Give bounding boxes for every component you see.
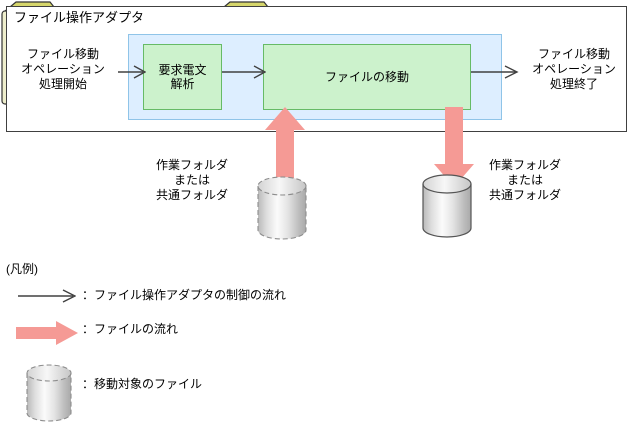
folder-right-line1: 作業フォルダ <box>488 158 561 172</box>
start-label-line3: 処理開始 <box>38 77 87 91</box>
legend-pink-arrow-icon <box>16 321 78 345</box>
process-parse-text: 要求電文 解析 <box>158 63 206 91</box>
control-flow-arrow-3 <box>471 65 519 79</box>
legend-item-label-file-flow: ：ファイルの流れ <box>82 322 179 336</box>
end-label-line3: 処理終了 <box>549 77 598 91</box>
control-flow-arrow-1 <box>118 65 146 79</box>
legend-item-label-target-file: ：移動対象のファイル <box>82 377 203 391</box>
process-box-request-parse: 要求電文 解析 <box>143 44 222 110</box>
end-endpoint-label: ファイル移動 オペレーション 処理終了 <box>518 47 630 92</box>
folder-left-line1: 作業フォルダ <box>155 158 228 172</box>
folder-right-line3: 共通フォルダ <box>488 188 561 202</box>
end-label-line1: ファイル移動 <box>537 47 610 61</box>
start-endpoint-label: ファイル移動 オペレーション 処理開始 <box>8 47 118 92</box>
process-move-label: ファイルの移動 <box>324 70 409 84</box>
file-cylinder-right-icon <box>422 174 472 238</box>
folder-right-line2: または <box>506 173 543 187</box>
legend-item-label-control-flow: ：ファイル操作アダプタの制御の流れ <box>82 288 287 302</box>
process-parse-line2: 解析 <box>170 77 195 91</box>
start-label-line1: ファイル移動 <box>26 47 99 61</box>
legend-cylinder-icon <box>26 364 72 422</box>
process-box-file-move: ファイルの移動 <box>263 44 471 110</box>
end-label-line2: オペレーション <box>532 62 616 76</box>
folder-right-label: 作業フォルダ または 共通フォルダ <box>470 158 580 203</box>
folder-left-line3: 共通フォルダ <box>155 188 228 202</box>
folder-left-line2: または <box>173 173 210 187</box>
file-flow-arrow-up-icon <box>265 107 305 187</box>
start-label-line2: オペレーション <box>21 62 105 76</box>
file-cylinder-left-icon <box>257 176 307 240</box>
legend-thin-arrow-icon <box>18 289 76 303</box>
file-flow-arrow-down-icon <box>434 107 474 187</box>
folder-left-label: 作業フォルダ または 共通フォルダ <box>137 158 247 203</box>
adapter-title: ファイル操作アダプタ <box>14 10 145 25</box>
legend-title: (凡例) <box>6 262 38 276</box>
process-parse-line1: 要求電文 <box>158 63 207 77</box>
control-flow-arrow-2 <box>222 65 266 79</box>
